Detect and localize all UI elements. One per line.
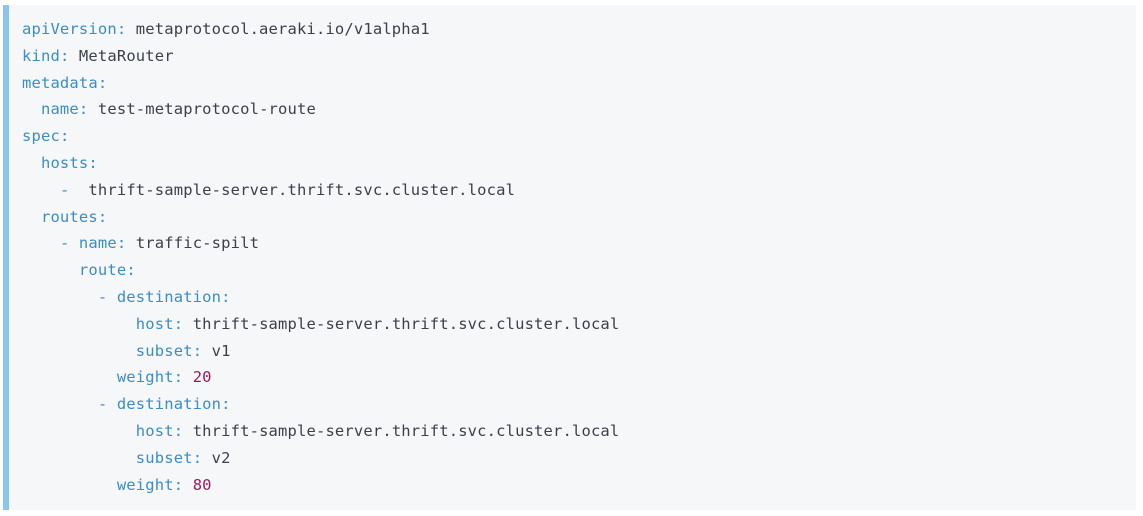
yaml-colon: : xyxy=(126,261,136,280)
code-line-list: apiVersion: metaprotocol.aeraki.io/v1alp… xyxy=(9,5,1136,508)
code-line: route: xyxy=(9,257,1136,284)
code-line: spec: xyxy=(9,123,1136,150)
yaml-string-value: test-metaprotocol-route xyxy=(97,100,316,119)
code-indent xyxy=(22,261,79,279)
code-space xyxy=(126,234,135,252)
code-space xyxy=(183,315,192,333)
code-indent xyxy=(22,154,41,172)
yaml-key: subset xyxy=(135,448,193,467)
yaml-key: kind xyxy=(22,46,60,65)
yaml-key: name xyxy=(78,234,117,253)
yaml-key: name xyxy=(40,100,79,119)
code-line: apiVersion: metaprotocol.aeraki.io/v1alp… xyxy=(9,16,1136,43)
yaml-key: metadata xyxy=(22,73,98,92)
code-indent xyxy=(22,288,98,306)
code-space xyxy=(79,181,88,199)
code-space xyxy=(183,476,192,494)
yaml-colon: : xyxy=(173,368,184,387)
code-space xyxy=(202,342,211,360)
code-line: host: thrift-sample-server.thrift.svc.cl… xyxy=(9,418,1136,445)
yaml-number-value: 80 xyxy=(192,475,212,494)
code-line: - destination: xyxy=(9,391,1136,418)
yaml-colon: : xyxy=(221,395,231,414)
yaml-key: weight xyxy=(116,475,174,494)
code-line: kind: MetaRouter xyxy=(9,43,1136,70)
code-line: name: test-metaprotocol-route xyxy=(9,96,1136,123)
code-indent xyxy=(22,342,136,360)
yaml-colon: : xyxy=(173,421,184,440)
code-line: hosts: xyxy=(9,150,1136,177)
yaml-string-value: thrift-sample-server.thrift.svc.cluster.… xyxy=(88,180,516,199)
yaml-key: destination xyxy=(116,287,222,306)
code-indent xyxy=(22,368,117,386)
yaml-key: host xyxy=(135,421,174,440)
yaml-string-value: metaprotocol.aeraki.io/v1alpha1 xyxy=(135,20,430,38)
code-indent xyxy=(22,422,136,440)
yaml-string-value: thrift-sample-server.thrift.svc.cluster.… xyxy=(192,314,620,333)
code-line: routes: xyxy=(9,204,1136,231)
code-line: host: thrift-sample-server.thrift.svc.cl… xyxy=(9,311,1136,338)
code-indent xyxy=(22,395,98,413)
code-indent xyxy=(22,234,60,252)
yaml-colon: : xyxy=(173,475,184,494)
code-line: weight: 20 xyxy=(9,364,1136,391)
code-line: - destination: xyxy=(9,284,1136,311)
yaml-key: destination xyxy=(116,395,222,414)
yaml-colon: : xyxy=(59,127,70,146)
yaml-key: spec xyxy=(22,127,60,146)
yaml-string-value: v2 xyxy=(211,448,231,467)
yaml-key: route xyxy=(78,261,127,280)
code-indent xyxy=(22,181,60,199)
yaml-colon: : xyxy=(88,153,98,172)
code-space xyxy=(126,20,135,38)
code-space xyxy=(202,449,211,467)
code-indent xyxy=(22,208,41,226)
yaml-key: weight xyxy=(116,368,174,387)
code-line: subset: v1 xyxy=(9,338,1136,365)
code-line: weight: 80 xyxy=(9,472,1136,499)
list-dash: - xyxy=(97,287,117,306)
yaml-colon: : xyxy=(116,20,127,38)
yaml-string-value: v1 xyxy=(211,341,231,360)
yaml-string-value: thrift-sample-server.thrift.svc.cluster.… xyxy=(192,421,620,440)
yaml-colon: : xyxy=(221,287,231,306)
yaml-key: hosts xyxy=(40,153,89,172)
yaml-colon: : xyxy=(173,314,184,333)
code-indent xyxy=(22,476,117,494)
list-dash: - xyxy=(97,395,117,414)
code-line: subset: v2 xyxy=(9,445,1136,472)
yaml-key: subset xyxy=(135,341,193,360)
yaml-colon: : xyxy=(78,100,89,119)
code-space xyxy=(88,100,97,118)
code-indent xyxy=(22,100,41,118)
yaml-colon: : xyxy=(116,234,127,253)
list-dash: - xyxy=(59,234,79,253)
code-indent xyxy=(22,315,136,333)
code-space xyxy=(69,47,78,65)
yaml-key: routes xyxy=(40,207,98,226)
code-space xyxy=(183,422,192,440)
yaml-string-value: traffic-spilt xyxy=(135,234,260,253)
yaml-number-value: 20 xyxy=(192,368,212,387)
yaml-colon: : xyxy=(59,46,70,65)
code-indent xyxy=(22,449,136,467)
yaml-colon: : xyxy=(192,448,203,467)
yaml-colon: : xyxy=(97,207,108,226)
list-dash: - xyxy=(59,180,79,199)
code-space xyxy=(183,368,192,386)
code-line: - name: traffic-spilt xyxy=(9,230,1136,257)
yaml-string-value: MetaRouter xyxy=(78,46,174,65)
yaml-colon: : xyxy=(97,73,108,92)
code-line: metadata: xyxy=(9,70,1136,97)
yaml-key: apiVersion xyxy=(22,20,117,38)
yaml-key: host xyxy=(135,314,174,333)
yaml-code-block[interactable]: apiVersion: metaprotocol.aeraki.io/v1alp… xyxy=(3,5,1136,510)
yaml-colon: : xyxy=(192,341,203,360)
code-line: - thrift-sample-server.thrift.svc.cluste… xyxy=(9,177,1136,204)
